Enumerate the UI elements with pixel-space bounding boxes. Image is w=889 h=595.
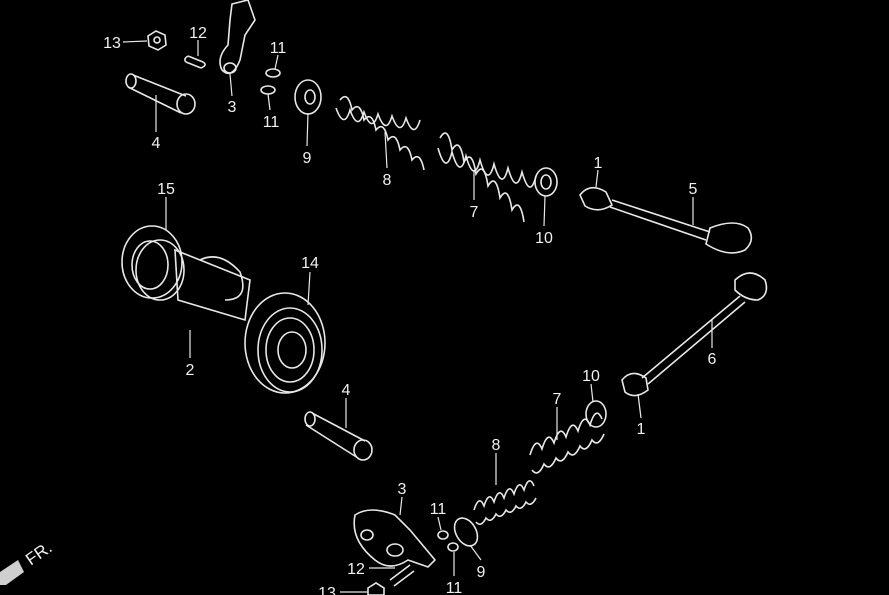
spring-7-top [437,132,537,223]
seat-10-top [534,167,558,197]
callout-7: 7 [470,204,479,221]
callout-11: 11 [263,114,280,131]
bearing-15 [131,240,169,290]
callout-8: 8 [383,172,392,189]
callout-10: 10 [535,230,553,247]
valve-seal-1-bottom [621,372,649,397]
callout-9: 9 [303,150,312,167]
front-direction-label: FR. [22,538,55,569]
callout-13: 13 [318,585,336,595]
spring-7-bottom [529,412,605,474]
callout-15: 15 [157,181,175,198]
adjust-screw-12-top [184,55,206,69]
callout-12: 12 [189,25,207,42]
spring-8-bottom [473,480,537,526]
bearing-14 [265,317,315,383]
callout-5: 5 [689,181,698,198]
callout-9: 9 [477,564,486,581]
valve-6 [641,272,768,385]
nut-13-top [147,30,167,51]
callout-3: 3 [228,99,237,116]
callout-1: 1 [637,421,646,438]
callout-10: 10 [582,368,600,385]
callout-11: 11 [446,580,463,595]
callout-6: 6 [708,351,717,368]
callout-4: 4 [152,135,161,152]
cotter-11-bottom [437,530,459,552]
cotter-11-top [260,68,281,95]
callout-4: 4 [342,382,351,399]
callout-14: 14 [301,255,319,272]
rocker-shaft-4-top [125,73,196,115]
adjust-screw-12-bottom [389,564,415,587]
retainer-9-bottom [453,517,479,547]
seat-10-bottom [585,400,607,428]
leader-lines [122,40,713,593]
callout-12: 12 [347,561,365,578]
rocker-arm-3-bottom [353,509,437,568]
rocker-shaft-4-bottom [304,411,373,461]
callout-3: 3 [398,481,407,498]
spring-8-top [335,95,425,171]
callout-13: 13 [103,35,121,52]
retainer-9-top [294,79,322,115]
rocker-arm-3-top [219,0,256,75]
callout-2: 2 [186,362,195,379]
callout-8: 8 [492,437,501,454]
callout-11: 11 [430,501,447,518]
nut-13-bottom [367,582,385,595]
front-direction-arrow [0,560,24,585]
callout-11: 11 [270,40,287,57]
camshaft-2 [121,225,326,394]
valve-5 [609,199,753,254]
valve-seal-1-top [579,186,614,211]
callout-7: 7 [553,391,562,408]
callout-1: 1 [594,155,603,172]
